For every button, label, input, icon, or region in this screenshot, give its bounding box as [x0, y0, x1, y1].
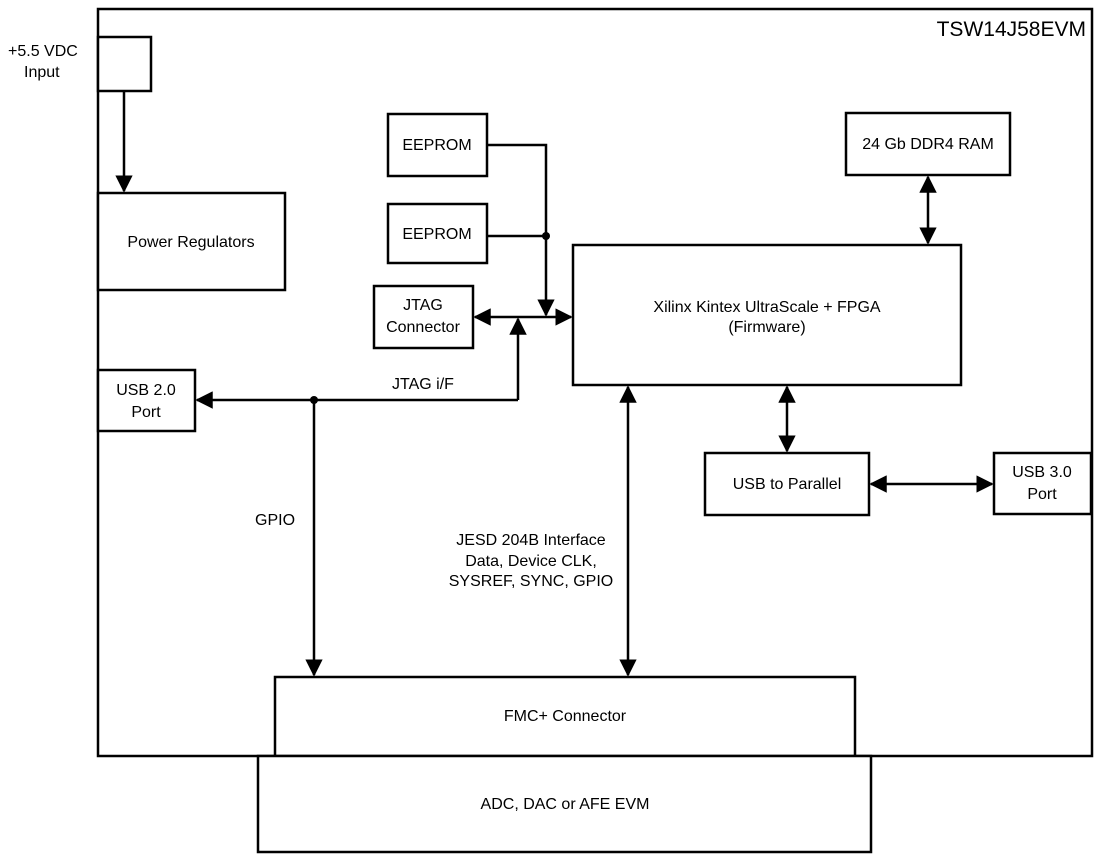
usb2-port-label: USB 2.0: [116, 382, 176, 399]
jtag-if-label: JTAG i/F: [392, 376, 454, 393]
eeprom-1-label: EEPROM: [402, 137, 471, 154]
jesd-label: JESD 204B Interface: [456, 532, 606, 549]
power-regulators-block: [96, 191, 287, 292]
ddr4-ram-block: [844, 111, 1012, 177]
fpga-label-2: (Firmware): [728, 319, 805, 336]
board-title: TSW14J58EVM: [937, 18, 1086, 41]
evm-block: [256, 754, 873, 854]
gpio-label: GPIO: [255, 512, 295, 529]
usb3-port-label-2: Port: [1027, 486, 1057, 503]
eeprom-1-wire: [487, 143, 548, 236]
eeprom-2-block: [386, 202, 489, 265]
power-input-connector: [96, 35, 153, 93]
power-regulators-label: Power Regulators: [127, 234, 254, 251]
usb2-port-label-2: Port: [131, 404, 161, 421]
fpga-label: Xilinx Kintex UltraScale + FPGA: [653, 299, 881, 316]
jtag-connector-block: [372, 284, 475, 350]
fmc-connector-label: FMC+ Connector: [504, 708, 627, 725]
eeprom-2-label: EEPROM: [402, 226, 471, 243]
usb-to-parallel-label: USB to Parallel: [733, 476, 842, 493]
evm-label: ADC, DAC or AFE EVM: [481, 796, 650, 813]
usb3-port-block: [992, 451, 1093, 516]
ddr4-ram-label: 24 Gb DDR4 RAM: [862, 136, 994, 153]
fmc-connector-block: [273, 675, 857, 758]
power-input-label: +5.5 VDC: [8, 43, 78, 60]
eeprom-1-block: [386, 112, 489, 178]
jesd-label-2: Data, Device CLK,: [465, 553, 597, 570]
power-input-label-2: Input: [24, 64, 60, 81]
jtag-connector-label: JTAG: [403, 297, 443, 314]
usb3-port-label: USB 3.0: [1012, 464, 1072, 481]
jtag-connector-label-2: Connector: [386, 319, 460, 336]
usb2-port-block: [96, 368, 197, 433]
fpga-block: [571, 243, 963, 387]
jesd-label-3: SYSREF, SYNC, GPIO: [449, 573, 613, 590]
usb-to-parallel-block: [703, 451, 871, 517]
